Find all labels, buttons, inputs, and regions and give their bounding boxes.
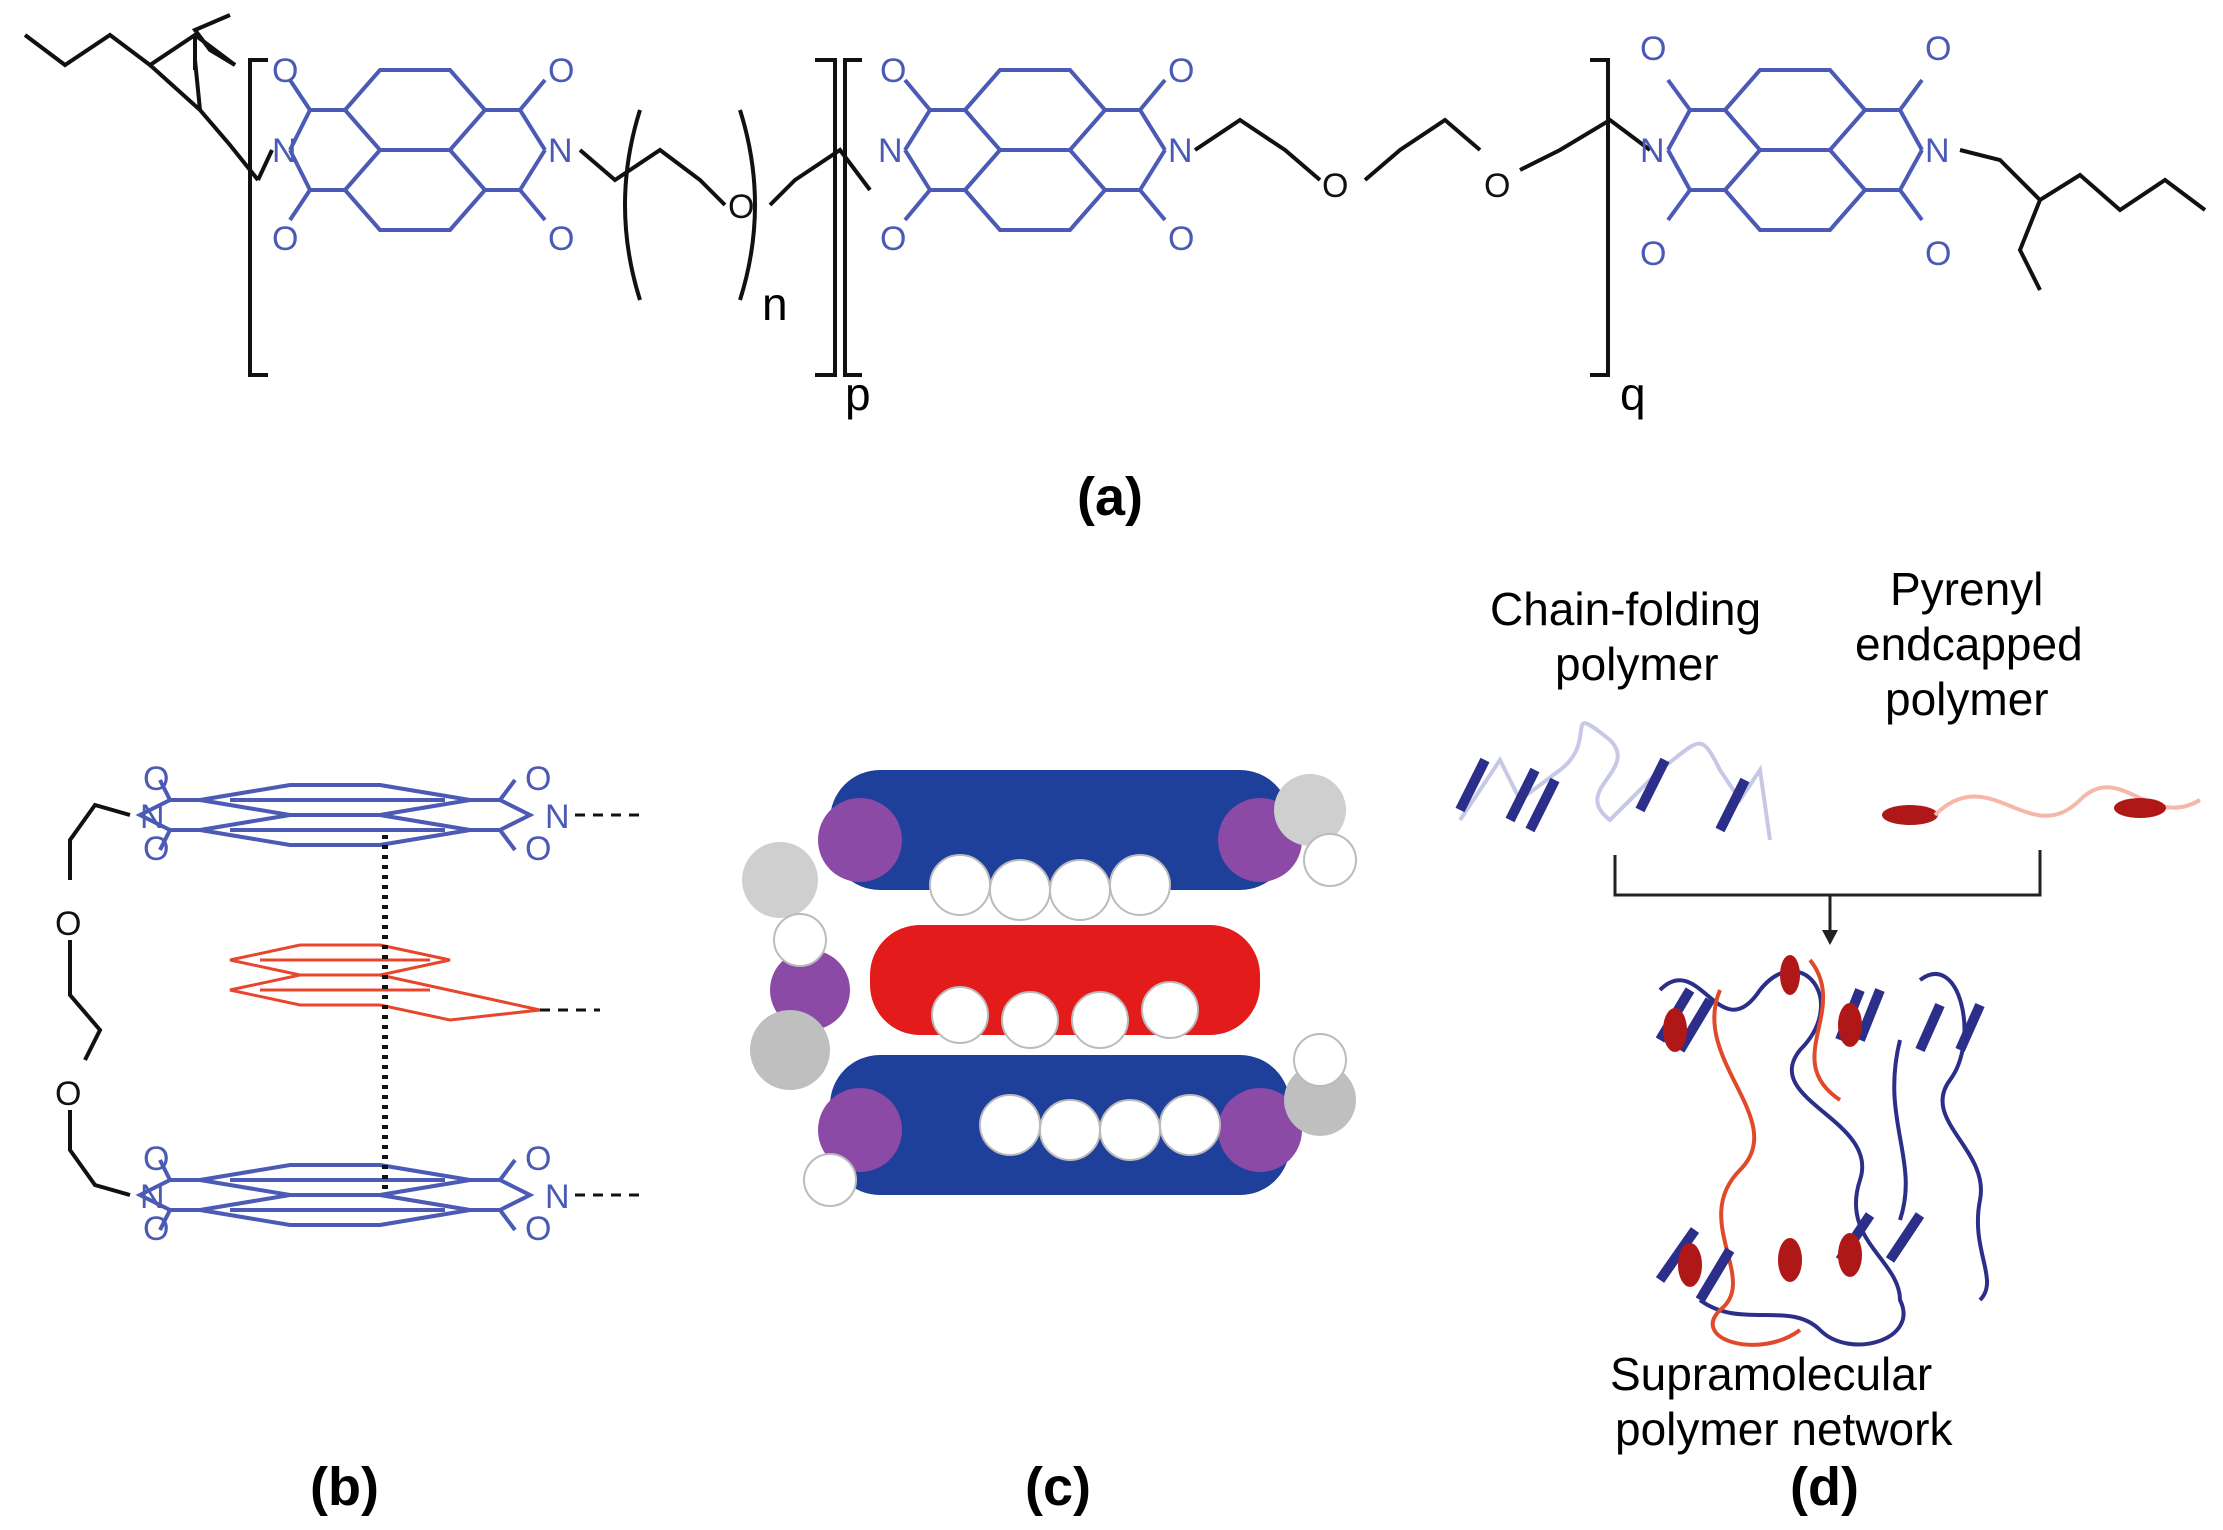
label-pyrenyl-2: endcapped bbox=[1855, 618, 2083, 670]
label-pyrenyl-1: Pyrenyl bbox=[1890, 563, 2043, 615]
bracket-q-right bbox=[1590, 58, 1610, 377]
subscript-q: q bbox=[1620, 368, 1646, 420]
b-atom-o-linker-2: O bbox=[55, 1075, 81, 1113]
combine-bracket bbox=[1613, 850, 2042, 897]
atom-o-10: O bbox=[1640, 235, 1666, 273]
chain-folding-polymer bbox=[1455, 721, 1772, 841]
right-alkyl-chain bbox=[1959, 148, 2207, 213]
supramolecular-network bbox=[1655, 955, 1990, 1347]
panel-label-b: (b) bbox=[310, 1457, 379, 1517]
naphthalene-diimide-3 bbox=[1666, 68, 1924, 232]
atom-o-11: O bbox=[1925, 30, 1951, 68]
pyrenyl-endcapped-polymer bbox=[1882, 785, 2202, 825]
bracket-p-right bbox=[815, 58, 837, 377]
atom-o-3: O bbox=[548, 52, 574, 90]
naphthalene-diimide-1 bbox=[288, 68, 547, 232]
panel-d-network: Chain-folding polymer Pyrenyl endcapped … bbox=[1455, 563, 2202, 1455]
b-atom-o-7: O bbox=[525, 1140, 551, 1178]
label-chain-folding-2: polymer bbox=[1555, 638, 1719, 690]
atom-n-6: N bbox=[1925, 132, 1950, 170]
label-network-1: Supramolecular bbox=[1610, 1348, 1932, 1400]
bracket-p-left bbox=[248, 58, 268, 377]
b-atom-n-3: N bbox=[140, 1178, 165, 1216]
panel-b-stack: O O N O O N O O N O O N bbox=[55, 760, 640, 1248]
panel-label-d: (d) bbox=[1790, 1457, 1859, 1517]
b-atom-o-linker-1: O bbox=[55, 905, 81, 943]
atom-o-8: O bbox=[1168, 220, 1194, 258]
b-atom-o-2: O bbox=[143, 830, 169, 868]
b-atom-n-4: N bbox=[545, 1178, 570, 1216]
bracket-q-left bbox=[843, 58, 862, 377]
label-chain-folding-1: Chain-folding bbox=[1490, 583, 1761, 635]
panel-label-a: (a) bbox=[1077, 467, 1143, 527]
b-atom-o-6: O bbox=[143, 1210, 169, 1248]
b-atom-n-1: N bbox=[140, 798, 165, 836]
atom-o-9: O bbox=[1640, 30, 1666, 68]
atom-o-6: O bbox=[880, 220, 906, 258]
linker-segment bbox=[1193, 117, 1322, 182]
b-atom-o-5: O bbox=[143, 1140, 169, 1178]
pyrene-spacefill bbox=[870, 925, 1260, 1035]
atom-o-7: O bbox=[1168, 52, 1194, 90]
panel-a-structure: N N O O O O O n p bbox=[23, 13, 2207, 420]
atom-o-5: O bbox=[880, 52, 906, 90]
b-atom-o-1: O bbox=[143, 760, 169, 798]
naphthalene-diimide-2 bbox=[903, 68, 1167, 232]
b-atom-o-8: O bbox=[525, 1210, 551, 1248]
atom-o-4: O bbox=[548, 220, 574, 258]
paren-left bbox=[623, 109, 642, 301]
b-atom-o-3: O bbox=[525, 760, 551, 798]
atom-o-2: O bbox=[272, 220, 298, 258]
atom-o-linker-1: O bbox=[1322, 167, 1348, 205]
atom-n-2: N bbox=[548, 132, 573, 170]
panel-label-c: (c) bbox=[1025, 1457, 1091, 1517]
atom-n-1: N bbox=[272, 132, 297, 170]
atom-n-4: N bbox=[1168, 132, 1193, 170]
atom-n-5: N bbox=[1640, 132, 1665, 170]
label-network-2: polymer network bbox=[1615, 1403, 1953, 1455]
panel-c-spacefill-model bbox=[742, 770, 1357, 1207]
paren-right bbox=[738, 109, 757, 301]
peg-segment bbox=[578, 147, 727, 207]
subscript-n: n bbox=[762, 278, 788, 330]
b-atom-o-4: O bbox=[525, 830, 551, 868]
atom-o-1: O bbox=[272, 52, 298, 90]
b-atom-n-2: N bbox=[545, 798, 570, 836]
label-pyrenyl-3: polymer bbox=[1885, 673, 2049, 725]
atom-o-peg: O bbox=[728, 188, 754, 226]
atom-o-12: O bbox=[1925, 235, 1951, 273]
b-linker-chain bbox=[68, 802, 131, 880]
atom-o-linker-2: O bbox=[1484, 167, 1510, 205]
atom-n-3: N bbox=[878, 132, 903, 170]
